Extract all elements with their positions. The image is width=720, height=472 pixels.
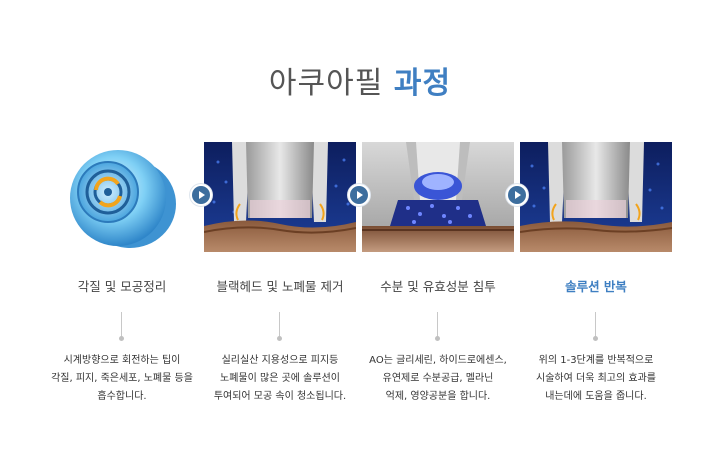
- title-accent: 과정: [393, 66, 452, 101]
- step-description: AO는 글리세린, 하이드로에센스, 유연제로 수분공급, 멜라닌 억제, 영양…: [348, 352, 528, 406]
- desc-line: 유연제로 수분공급, 멜라닌: [382, 373, 494, 384]
- rotating-tip-icon: [46, 142, 198, 252]
- desc-line: 시술하여 더욱 최고의 효과를: [536, 373, 656, 384]
- step-label: 수분 및 유효성분 침투: [380, 279, 496, 294]
- step-3: 수분 및 유효성분 침투 AO는 글리세린, 하이드로에센스, 유연제로 수분공…: [362, 140, 514, 440]
- connector-dot: [119, 336, 124, 341]
- desc-line: 노폐물이 많은 곳에 솔루션이: [220, 373, 340, 384]
- desc-line: 내는데에 도움을 줍니다.: [545, 391, 647, 402]
- desc-line: 실리실산 지용성으로 피지등: [221, 355, 339, 366]
- step-label: 각질 및 모공정리: [77, 279, 167, 294]
- desc-line: 위의 1-3단계를 반복적으로: [538, 355, 654, 366]
- connector-line: [595, 312, 596, 338]
- desc-line: 흡수합니다.: [97, 391, 147, 402]
- connector-dot: [435, 336, 440, 341]
- step-label: 솔루션 반복: [565, 279, 627, 294]
- desc-line: AO는 글리세린, 하이드로에센스,: [369, 355, 507, 366]
- desc-line: 각질, 피지, 죽은세포, 노폐물 등을: [51, 373, 193, 384]
- step-2: 블랙헤드 및 노폐물 제거 실리실산 지용성으로 피지등 노폐물이 많은 곳에 …: [204, 140, 356, 440]
- step-4: 솔루션 반복 위의 1-3단계를 반복적으로 시술하여 더욱 최고의 효과를 내…: [520, 140, 672, 440]
- repeat-solution-image: [520, 142, 672, 252]
- step-label: 블랙헤드 및 노폐물 제거: [216, 279, 344, 294]
- moisture-infusion-image: [362, 142, 514, 252]
- desc-line: 투여되어 모공 속이 청소됩니다.: [213, 391, 347, 402]
- title-main: 아쿠아필: [268, 66, 384, 101]
- next-arrow-icon: [506, 184, 528, 206]
- pore-cleaning-image: [204, 142, 356, 252]
- page-title: 아쿠아필 과정: [0, 58, 720, 102]
- step-description: 위의 1-3단계를 반복적으로 시술하여 더욱 최고의 효과를 내는데에 도움을…: [506, 352, 686, 406]
- step-1: 각질 및 모공정리 시계방향으로 회전하는 팁이 각질, 피지, 죽은세포, 노…: [46, 140, 198, 440]
- connector-dot: [593, 336, 598, 341]
- connector-dot: [277, 336, 282, 341]
- next-arrow-icon: [190, 184, 212, 206]
- connector-line: [279, 312, 280, 338]
- desc-line: 억제, 영양공분을 합니다.: [385, 391, 491, 402]
- step-description: 시계방향으로 회전하는 팁이 각질, 피지, 죽은세포, 노폐물 등을 흡수합니…: [32, 352, 212, 406]
- next-arrow-icon: [348, 184, 370, 206]
- desc-line: 시계방향으로 회전하는 팁이: [63, 355, 181, 366]
- connector-line: [437, 312, 438, 338]
- step-description: 실리실산 지용성으로 피지등 노폐물이 많은 곳에 솔루션이 투여되어 모공 속…: [190, 352, 370, 406]
- connector-line: [121, 312, 122, 338]
- process-steps: 각질 및 모공정리 시계방향으로 회전하는 팁이 각질, 피지, 죽은세포, 노…: [40, 140, 680, 440]
